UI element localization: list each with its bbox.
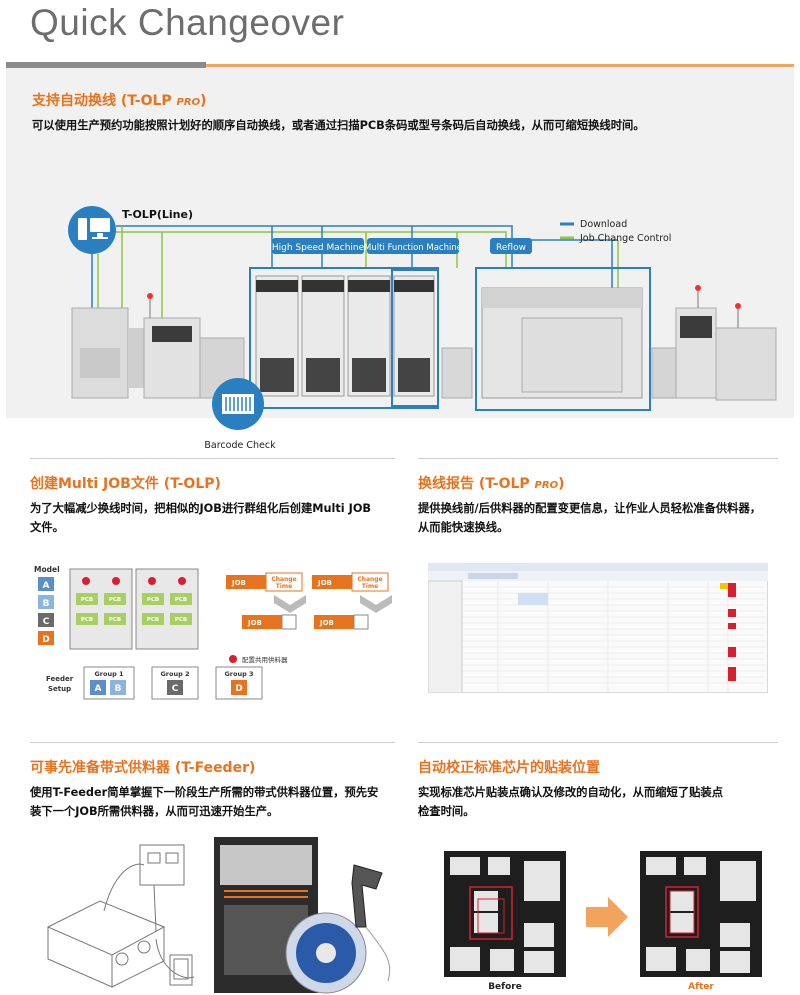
svg-text:Time: Time bbox=[362, 583, 378, 590]
svg-text:Model: Model bbox=[34, 565, 60, 574]
svg-text:JOB: JOB bbox=[231, 579, 246, 587]
svg-text:PCB: PCB bbox=[147, 617, 159, 623]
svg-text:JOB: JOB bbox=[247, 619, 262, 627]
svg-text:Time: Time bbox=[276, 583, 292, 590]
svg-text:Group 2: Group 2 bbox=[160, 670, 189, 678]
svg-text:JOB: JOB bbox=[319, 619, 334, 627]
hero-section: 支持自动换线 (T-OLP PRO) 可以使用生产预约功能按照计划好的顺序自动换… bbox=[6, 68, 794, 451]
svg-text:D: D bbox=[235, 684, 242, 694]
svg-text:PCB: PCB bbox=[81, 597, 93, 603]
svg-text:Group 1: Group 1 bbox=[94, 670, 124, 678]
divider bbox=[30, 458, 395, 459]
report-screenshot bbox=[428, 563, 768, 693]
divider bbox=[418, 742, 778, 743]
svg-text:C: C bbox=[43, 617, 50, 627]
svg-text:Setup: Setup bbox=[48, 685, 71, 693]
svg-text:Change: Change bbox=[271, 576, 296, 583]
divider bbox=[418, 458, 778, 459]
svg-text:PCB: PCB bbox=[147, 597, 159, 603]
title-underline bbox=[6, 62, 794, 68]
svg-text:Change: Change bbox=[357, 576, 382, 583]
svg-text:B: B bbox=[43, 599, 50, 609]
multijob-heading: 创建Multi JOB文件 (T-OLP) bbox=[30, 476, 221, 492]
computer-icon bbox=[68, 206, 116, 254]
multi-function-label: Multi Function Machine bbox=[364, 243, 462, 253]
shared-feeder-label: 配置共用供料器 bbox=[242, 655, 288, 664]
multi-function-machine bbox=[391, 269, 439, 407]
svg-text:Group 3: Group 3 bbox=[224, 670, 253, 678]
svg-text:PCB: PCB bbox=[109, 597, 121, 603]
after-label: After bbox=[688, 982, 714, 991]
before-label: Before bbox=[488, 982, 522, 991]
calib-images: Before After bbox=[444, 851, 762, 991]
legend-job-change: Job Change Control bbox=[579, 233, 671, 244]
tfeeder-body: 使用T-Feeder简单掌握下一阶段生产所需的带式供料器位置，预先安 装下一个J… bbox=[30, 786, 379, 818]
divider bbox=[30, 742, 395, 743]
hero-heading: 支持自动换线 (T-OLP PRO) bbox=[32, 93, 207, 109]
calib-heading: 自动校正标准芯片的贴装位置 bbox=[418, 760, 600, 776]
barcode-icon bbox=[212, 378, 264, 430]
svg-text:A: A bbox=[95, 684, 102, 694]
svg-text:A: A bbox=[43, 581, 50, 591]
report-heading: 换线报告 (T-OLP PRO) bbox=[418, 476, 565, 492]
tfeeder-illustration bbox=[46, 837, 391, 994]
calib-body: 实现标准芯片贴装点确认及修改的自动化，从而缩短了贴装点 检查时间。 bbox=[418, 786, 724, 818]
high-speed-label: High Speed Machine bbox=[272, 243, 365, 253]
svg-text:Feeder: Feeder bbox=[46, 675, 74, 683]
barcode-label: Barcode Check bbox=[204, 440, 276, 451]
legend-download: Download bbox=[580, 219, 627, 230]
svg-text:D: D bbox=[42, 635, 49, 645]
svg-text:C: C bbox=[172, 684, 179, 694]
report-body: 提供换线前/后供料器的配置变更信息，让作业人员轻松准备供料器， 从而能快速换线。 bbox=[418, 502, 762, 534]
reflow-oven bbox=[475, 267, 651, 411]
svg-text:PCB: PCB bbox=[81, 617, 93, 623]
tfeeder-heading: 可事先准备带式供料器 (T-Feeder) bbox=[30, 760, 256, 776]
svg-text:JOB: JOB bbox=[317, 579, 332, 587]
hero-body: 可以使用生产预约功能按照计划好的顺序自动换线，或者通过扫描PCB条码或型号条码后… bbox=[32, 119, 645, 132]
svg-text:B: B bbox=[115, 684, 122, 694]
line-label: T-OLP(Line) bbox=[122, 208, 193, 221]
high-speed-machines bbox=[249, 267, 439, 409]
svg-text:PCB: PCB bbox=[109, 617, 121, 623]
multijob-body: 为了大幅减少换线时间，把相似的JOB进行群组化后创建Multi JOB 文件。 bbox=[30, 502, 372, 534]
svg-text:PCB: PCB bbox=[175, 617, 187, 623]
smt-line-diagram: T-OLP(Line) Download Job Change Control … bbox=[68, 206, 777, 451]
svg-text:PCB: PCB bbox=[175, 597, 187, 603]
reflow-label: Reflow bbox=[496, 243, 526, 253]
page-title: Quick Changeover bbox=[30, 2, 345, 43]
